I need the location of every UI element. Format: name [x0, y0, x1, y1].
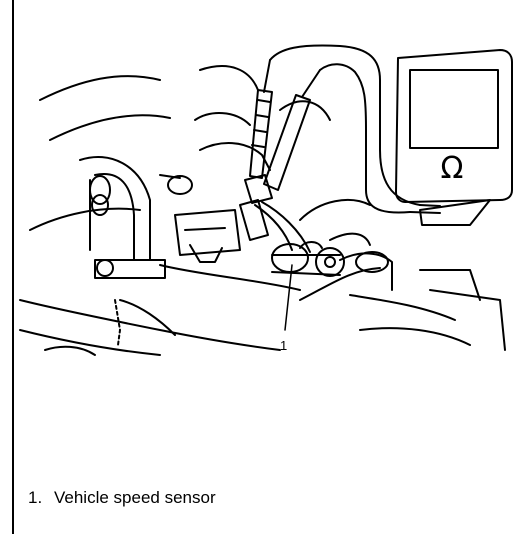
legend-item-number: 1. [28, 488, 43, 507]
tester-probe-right [263, 69, 321, 191]
tester-probe-left [249, 59, 273, 179]
legend: 1. Vehicle speed sensor [28, 488, 216, 508]
legend-item-label: Vehicle speed sensor [54, 488, 216, 507]
sensor-connector [239, 174, 311, 253]
left-border-rule [12, 0, 14, 534]
vehicle-speed-sensor [271, 241, 345, 277]
engine-bay-illustration: Ω 1 [19, 44, 513, 356]
meter-leads [269, 44, 441, 214]
ohmmeter-icon [395, 49, 513, 226]
ohm-symbol: Ω [441, 151, 464, 186]
callout-1-number: 1 [280, 338, 287, 353]
callout-1 [284, 264, 293, 331]
